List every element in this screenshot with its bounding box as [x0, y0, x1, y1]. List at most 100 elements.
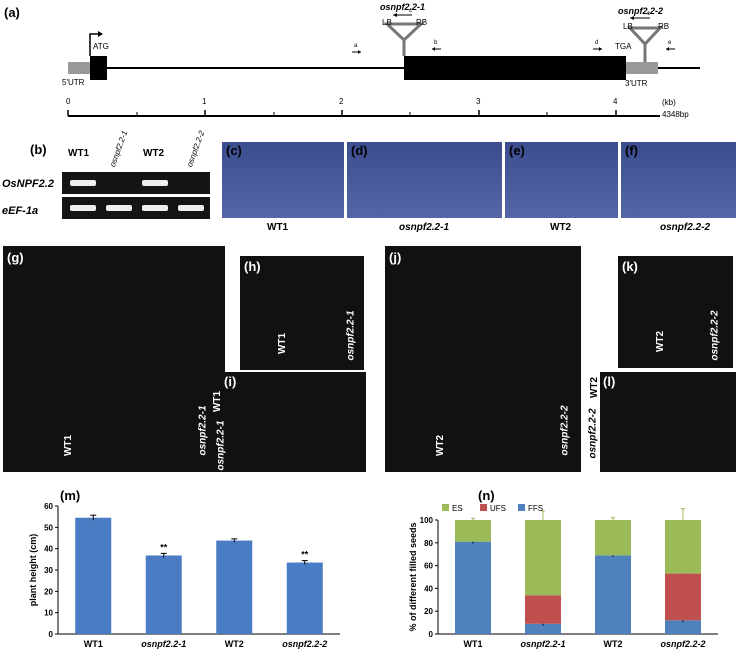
gel-lane-label-2: WT2: [143, 148, 165, 159]
panel-label-c: (c): [226, 143, 242, 158]
scale-tick-4: 4: [613, 97, 618, 106]
tss-arrow: [89, 33, 100, 56]
panel-label-b: (b): [30, 142, 47, 157]
primer-a: a: [354, 43, 358, 49]
panel-label-g: (g): [7, 250, 24, 265]
lb-label-1: LB: [382, 18, 392, 27]
stacked-bar-segment: [455, 541, 491, 634]
x-tick-label: osnpf2.2-1: [141, 639, 186, 649]
y-tick-label: 30: [44, 566, 53, 575]
y-tick-label: 0: [49, 630, 54, 639]
atg-label: ATG: [93, 42, 109, 51]
gel-row-label-1: eEF-1a: [2, 205, 39, 217]
y-tick-label: 10: [44, 609, 53, 618]
y-tick-label: 100: [420, 516, 434, 525]
scale-tick-2: 2: [339, 97, 344, 106]
seed-label-i-mut: osnpf2.2-1: [215, 420, 227, 471]
panicle-label-k-wt: WT2: [655, 330, 667, 353]
gene-structure: [67, 13, 700, 117]
panel-label-i: (i): [224, 374, 237, 389]
seed-label-i-wt: WT1: [212, 390, 224, 413]
gel-band: [142, 205, 168, 211]
x-tick-label: osnpf2.2-2: [282, 639, 327, 649]
panel-label-a: (a): [4, 5, 20, 20]
seedling-label-c: WT1: [267, 222, 289, 233]
seed-photo-l: [600, 372, 736, 472]
bar: [75, 517, 112, 634]
stacked-bar-segment: [455, 520, 491, 542]
legend-label: UFS: [490, 504, 506, 513]
c-label-2: c: [647, 11, 650, 17]
lb-label-2: LB: [623, 22, 633, 31]
plant-label-g-mut: osnpf2.2-1: [197, 405, 209, 456]
panel-label-m: (m): [60, 488, 81, 503]
scale-tick-1: 1: [202, 97, 207, 106]
y-tick-label: 80: [424, 539, 433, 548]
seedling-photo-e: [505, 142, 618, 218]
panel-label-f: (f): [625, 143, 638, 158]
exon2-box: [404, 56, 626, 80]
primer-d: d: [595, 40, 599, 46]
panicle-photo-h: [240, 256, 364, 370]
primer-b: b: [434, 40, 438, 46]
stacked-bar-segment: [525, 595, 561, 624]
stacked-bar-segment: [595, 520, 631, 556]
y-tick-label: 20: [44, 587, 53, 596]
exon1-box: [90, 56, 107, 80]
tdna-insert-1: [383, 22, 425, 43]
stacked-bar-segment: [525, 623, 561, 634]
plant-photo-g: [3, 246, 225, 472]
bar: [286, 562, 323, 634]
scale-unit: (kb): [662, 98, 676, 107]
y-tick-label: 60: [44, 502, 53, 511]
gel-lane-label-1: osnpf2.2-1: [108, 129, 130, 169]
utr5-label: 5'UTR: [62, 78, 85, 87]
x-tick-label: WT2: [225, 639, 244, 649]
seed-label-l-wt: WT2: [589, 376, 601, 399]
significance-label: **: [160, 542, 168, 552]
plant-label-g-wt: WT1: [63, 434, 75, 457]
c-label-1: c: [409, 8, 412, 14]
panel-label-j: (j): [389, 250, 402, 265]
y-tick-label: 20: [424, 607, 433, 616]
y-tick-label: 60: [424, 562, 433, 571]
stacked-bar-segment: [525, 520, 561, 596]
scale-tick-0: 0: [66, 97, 71, 106]
y-axis-label: plant height (cm): [28, 534, 38, 607]
insert2-label: osnpf2.2-2: [618, 6, 664, 16]
tdna-insert-2: [626, 26, 664, 47]
gel-band: [70, 205, 96, 211]
plant-label-j-wt: WT2: [435, 434, 447, 457]
scale-total: 4348bp: [662, 110, 689, 119]
gel-lane-label-3: osnpf2.2-2: [185, 129, 207, 169]
stacked-bar-segment: [665, 573, 701, 621]
primer-e: e: [668, 40, 672, 46]
x-tick-label: WT1: [464, 639, 483, 649]
y-tick-label: 50: [44, 523, 53, 532]
scale-tick-3: 3: [476, 97, 481, 106]
x-tick-label: WT2: [604, 639, 623, 649]
stacked-bar-segment: [595, 555, 631, 634]
panel-label-d: (d): [351, 143, 368, 158]
y-tick-label: 40: [424, 584, 433, 593]
panicle-label-h-mut: osnpf2.2-1: [345, 310, 357, 361]
bar: [216, 540, 253, 634]
tga-label: TGA: [615, 42, 632, 51]
seed-label-l-mut: osnpf2.2-2: [587, 408, 599, 459]
legend-label: ES: [452, 504, 463, 513]
seedling-label-f: osnpf2.2-2: [660, 222, 711, 233]
utr5-box: [68, 62, 90, 74]
legend-label: FFS: [528, 504, 543, 513]
legend-swatch: [442, 504, 449, 511]
panel-label-h: (h): [244, 259, 261, 274]
insert1-label: osnpf2.2-1: [380, 2, 426, 12]
seed-photo-i: [222, 372, 366, 472]
plant-label-j-mut: osnpf2.2-2: [559, 405, 571, 456]
significance-label: **: [301, 550, 309, 560]
gel-band: [142, 180, 168, 186]
bar: [145, 555, 182, 634]
seedling-label-e: WT2: [550, 222, 572, 233]
rb-label-2: RB: [658, 22, 670, 31]
